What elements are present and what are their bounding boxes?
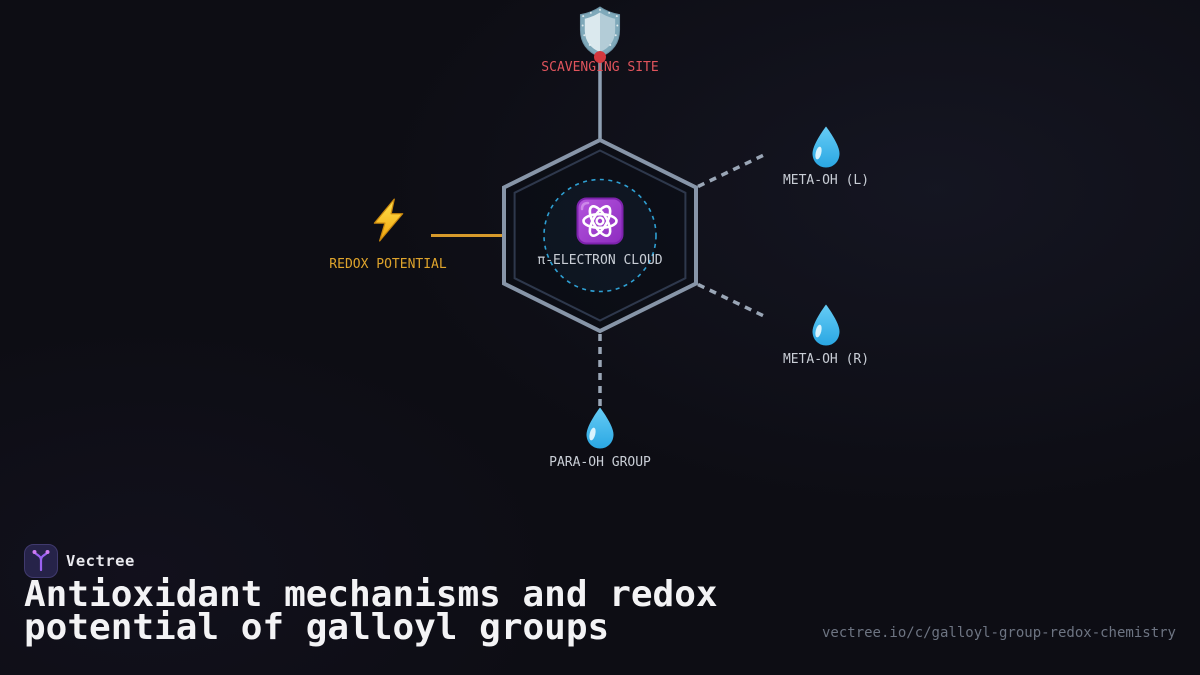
- droplet-icon: [809, 125, 843, 173]
- label-para-oh-group: PARA-OH GROUP: [549, 455, 651, 470]
- label-pi-electron-cloud: π-ELECTRON CLOUD: [537, 253, 663, 268]
- connector-lower-right-dashed: [697, 282, 768, 320]
- footer-url: vectree.io/c/galloyl-group-redox-chemist…: [821, 625, 1176, 641]
- lightning-icon: [365, 197, 411, 247]
- atom-icon: [576, 197, 624, 249]
- vectree-logo-icon: [24, 544, 58, 578]
- label-meta-oh-right: META-OH (R): [782, 352, 870, 367]
- droplet-icon: [583, 406, 617, 454]
- droplet-icon: [809, 303, 843, 351]
- page-title: Antioxidant mechanisms and redox potenti…: [24, 574, 718, 648]
- label-scavenging-site: SCAVENGING SITE: [541, 60, 659, 75]
- scavenging-node-dot: [594, 51, 606, 63]
- label-redox-potential: REDOX POTENTIAL: [329, 257, 447, 272]
- brand-row: Vectree: [24, 544, 135, 578]
- label-meta-oh-left: META-OH (L): [782, 173, 870, 188]
- connector-upper-right-dashed: [697, 151, 768, 189]
- brand-name: Vectree: [66, 552, 135, 570]
- hexagon-inner: [513, 149, 687, 322]
